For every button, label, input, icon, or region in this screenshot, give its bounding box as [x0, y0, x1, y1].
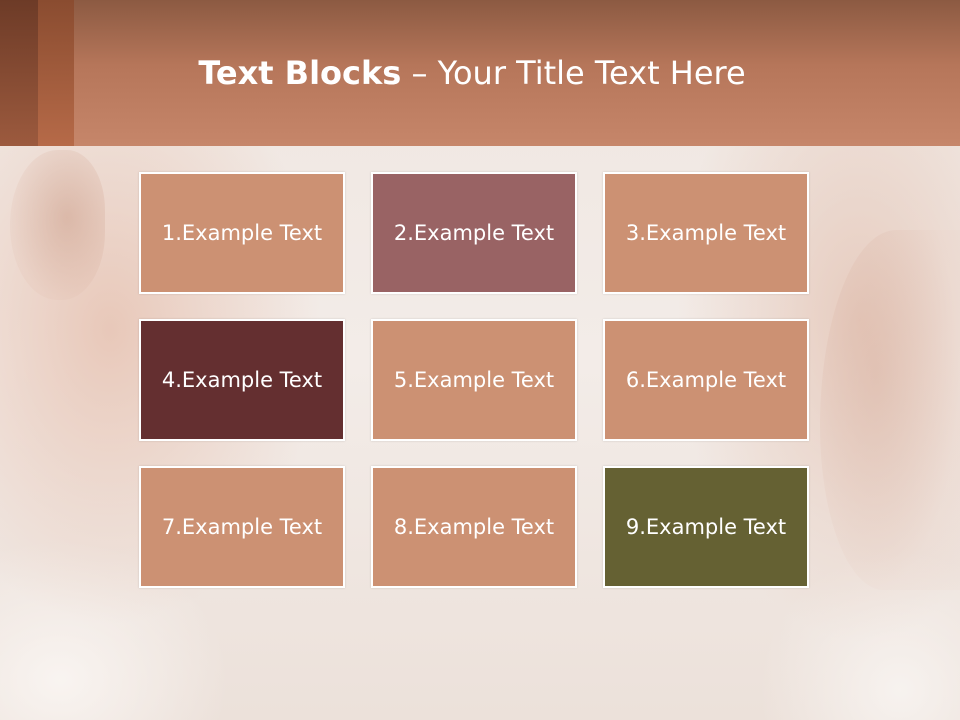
text-block-2: 2.Example Text [371, 172, 577, 294]
text-block-9: 9.Example Text [603, 466, 809, 588]
text-block-1: 1.Example Text [139, 172, 345, 294]
text-block-7: 7.Example Text [139, 466, 345, 588]
text-block-8: 8.Example Text [371, 466, 577, 588]
background-face-shape [820, 230, 960, 590]
text-block-3: 3.Example Text [603, 172, 809, 294]
page-title: Text Blocks – Your Title Text Here [0, 54, 944, 92]
text-block-6: 6.Example Text [603, 319, 809, 441]
header-accent-stripe [38, 0, 74, 146]
text-block-4: 4.Example Text [139, 319, 345, 441]
header-accent-stripe-dark [0, 0, 38, 146]
title-bold-part: Text Blocks [198, 54, 402, 92]
title-bar: Text Blocks – Your Title Text Here [0, 0, 960, 146]
background-ear-shape [10, 150, 105, 300]
text-block-5: 5.Example Text [371, 319, 577, 441]
title-rest-part: – Your Title Text Here [401, 54, 746, 92]
